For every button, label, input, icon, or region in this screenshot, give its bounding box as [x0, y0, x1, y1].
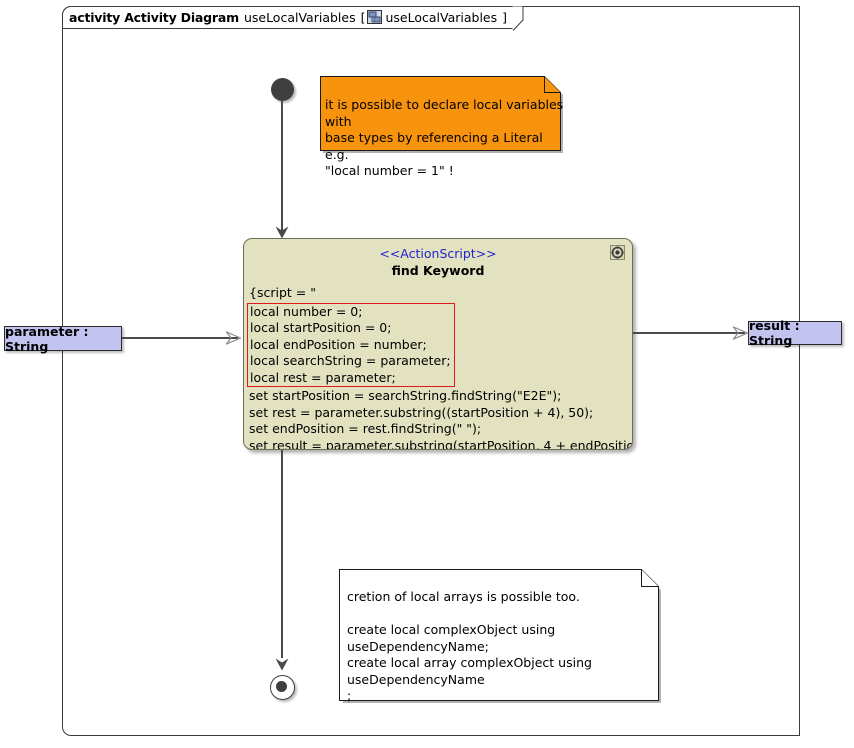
frame-bracket-close: ] [502, 10, 508, 25]
frame-header-notch [512, 6, 524, 31]
script-open-delimiter: {script = " [249, 285, 316, 300]
activity-node-find-keyword[interactable]: <<ActionScript>> find Keyword {script = … [243, 238, 633, 450]
output-pin-result[interactable]: result : String [748, 318, 842, 348]
edge-initial-to-activity [281, 101, 283, 231]
activity-title: find Keyword [391, 263, 485, 278]
input-pin-parameter[interactable]: parameter : String [4, 324, 122, 354]
arrow-head-right-activity [226, 331, 241, 345]
diagram-frame-header: activity Activity Diagram useLocalVariab… [62, 6, 514, 29]
local-decl-line: local endPosition = number; [250, 336, 427, 352]
local-decl-line: local searchString = parameter; [250, 353, 451, 368]
note-orange: it is possible to declare local variable… [320, 76, 566, 178]
arrow-head-right-result [733, 326, 748, 340]
activity-diagram-icon [367, 9, 383, 24]
gear-icon[interactable] [610, 245, 625, 260]
activity-final-node[interactable] [270, 675, 295, 700]
script-statement-line: set result = parameter.substring(startPo… [249, 437, 633, 450]
edge-parameter-to-activity [122, 337, 238, 339]
initial-node[interactable] [271, 78, 294, 101]
activity-final-node-core [276, 681, 287, 692]
frame-keyword: activity Activity Diagram [69, 10, 239, 25]
local-variable-declarations-highlight: local number = 0; local startPosition = … [247, 302, 455, 387]
script-statements: set startPosition = searchString.findStr… [247, 388, 633, 450]
note-orange-text: it is possible to declare local variable… [325, 97, 564, 178]
arrow-head-down-activity [274, 226, 290, 239]
note-white-text: cretion of local arrays is possible too.… [347, 589, 592, 703]
local-decl-line: local rest = parameter; [250, 369, 396, 385]
activity-script-body: {script = " local number = 0; local star… [244, 285, 633, 450]
script-statement-line: set rest = parameter.substring((startPos… [249, 404, 594, 420]
local-decl-line: local number = 0; [250, 303, 363, 319]
frame-bracket-open: [ [360, 10, 366, 25]
frame-inner-name: useLocalVariables [385, 10, 498, 25]
frame-name: useLocalVariables [243, 10, 356, 25]
edge-activity-to-final [281, 450, 283, 658]
script-statement-line: set endPosition = rest.findString(" "); [249, 421, 482, 436]
edge-activity-to-result [633, 332, 745, 334]
script-statement-line: set startPosition = searchString.findStr… [249, 388, 562, 403]
local-decl-line: local startPosition = 0; [250, 320, 392, 335]
activity-stereotype: <<ActionScript>> [379, 246, 497, 261]
note-white: cretion of local arrays is possible too.… [339, 569, 664, 706]
arrow-head-down-final [274, 655, 290, 671]
